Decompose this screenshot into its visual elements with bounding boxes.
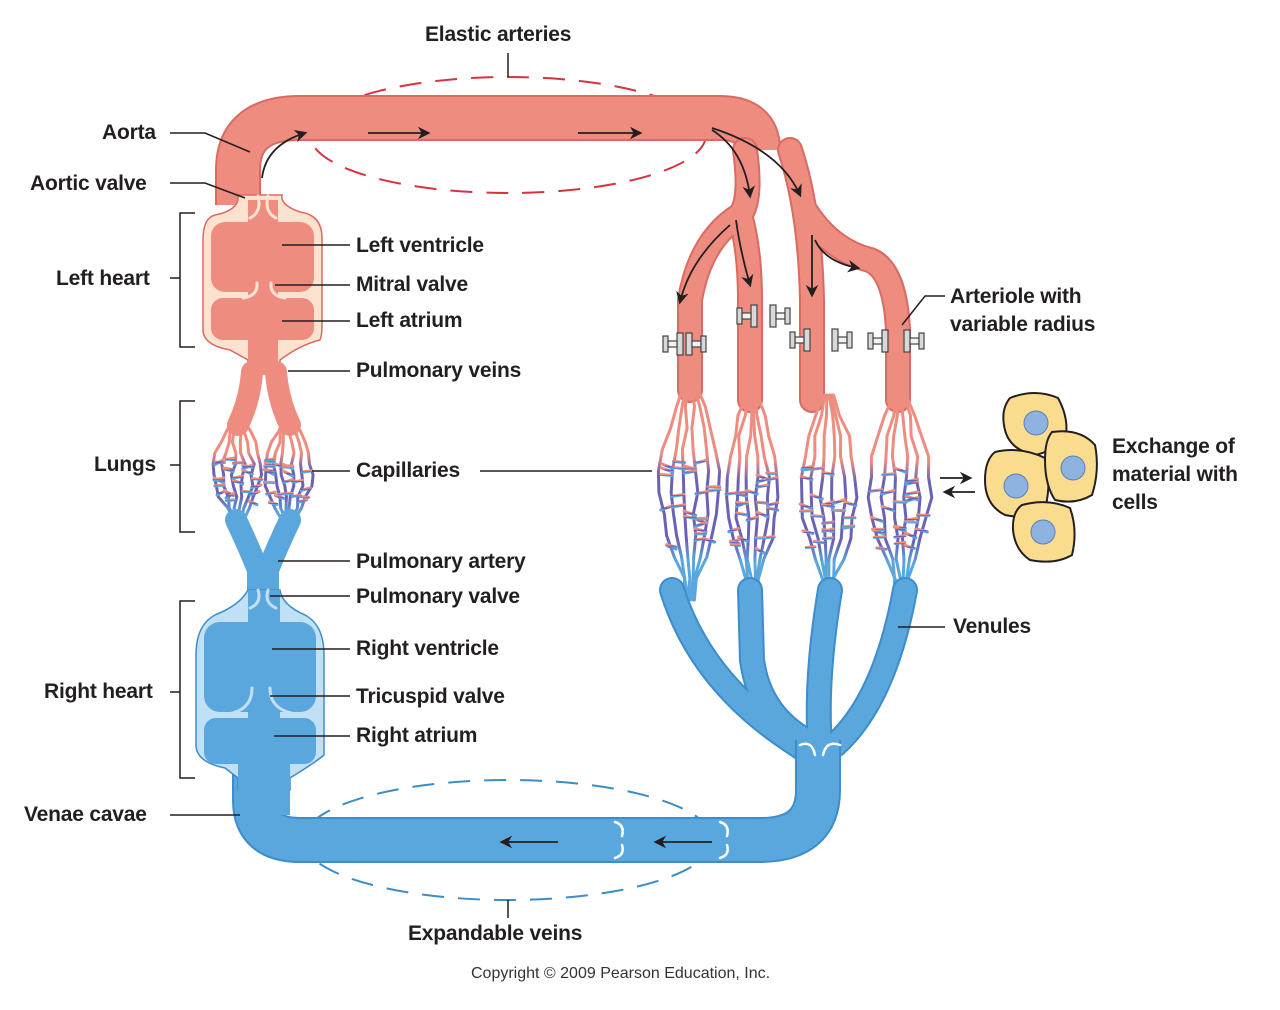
label-elastic-arteries: Elastic arteries — [425, 23, 572, 46]
tissue-cells — [983, 392, 1098, 563]
capillary-bed — [211, 418, 264, 532]
label-right-heart: Right heart — [44, 680, 153, 703]
label-pulmonary-veins: Pulmonary veins — [356, 359, 522, 382]
flow-arrows — [261, 126, 975, 849]
label-expandable-veins: Expandable veins — [408, 922, 583, 945]
arteriole-radius-clamps — [662, 304, 925, 356]
lung-capillary-beds — [211, 418, 315, 532]
label-right-ventricle: Right ventricle — [356, 637, 499, 660]
pulmonary-veins-vessel — [227, 361, 301, 436]
label-left-atrium: Left atrium — [356, 309, 463, 332]
capillary-bed — [724, 393, 780, 602]
arteriole-clamp — [769, 304, 791, 328]
label-exchange: Exchange of material with cells — [1112, 435, 1238, 514]
label-left-heart: Left heart — [56, 267, 150, 290]
leader-lines — [170, 132, 945, 816]
label-arteriole: Arteriole with variable radius — [950, 285, 1096, 336]
left-heart-valves — [241, 194, 287, 300]
label-venae-cavae: Venae cavae — [24, 803, 147, 826]
vein-valves — [613, 742, 842, 860]
label-left-ventricle: Left ventricle — [356, 234, 484, 257]
arteriole-clamp — [867, 329, 889, 353]
venae-cavae-vessel — [232, 740, 841, 863]
left-heart-shape — [202, 194, 323, 375]
label-mitral-valve: Mitral valve — [356, 273, 468, 296]
copyright-notice: Copyright © 2009 Pearson Education, Inc. — [471, 965, 771, 982]
label-tricuspid-valve: Tricuspid valve — [356, 685, 505, 708]
systemic-arteries — [677, 137, 911, 413]
arteriole-clamp — [685, 332, 707, 356]
systemic-capillary-beds — [656, 383, 934, 602]
aorta-vessel — [215, 95, 781, 205]
arteriole-clamp — [662, 332, 684, 356]
arteriole-clamp — [789, 328, 811, 352]
label-aorta: Aorta — [102, 121, 156, 144]
capillary-bed — [866, 393, 934, 602]
label-aortic-valve: Aortic valve — [30, 172, 147, 195]
arteriole-clamp — [736, 304, 758, 328]
arteriole-clamp — [903, 329, 925, 353]
label-capillaries: Capillaries — [356, 459, 461, 482]
arteriole-clamp — [831, 328, 853, 352]
label-pulmonary-artery: Pulmonary artery — [356, 550, 526, 573]
label-pulmonary-valve: Pulmonary valve — [356, 585, 520, 608]
right-heart-shape — [195, 589, 325, 815]
label-venules: Venules — [953, 615, 1031, 638]
capillary-bed — [656, 383, 722, 602]
pulmonary-artery-vessel — [225, 509, 301, 606]
label-lungs: Lungs — [94, 453, 156, 476]
right-heart-valves — [226, 588, 298, 716]
label-right-atrium: Right atrium — [356, 724, 478, 747]
venules — [659, 577, 918, 773]
capillary-bed — [798, 393, 859, 602]
